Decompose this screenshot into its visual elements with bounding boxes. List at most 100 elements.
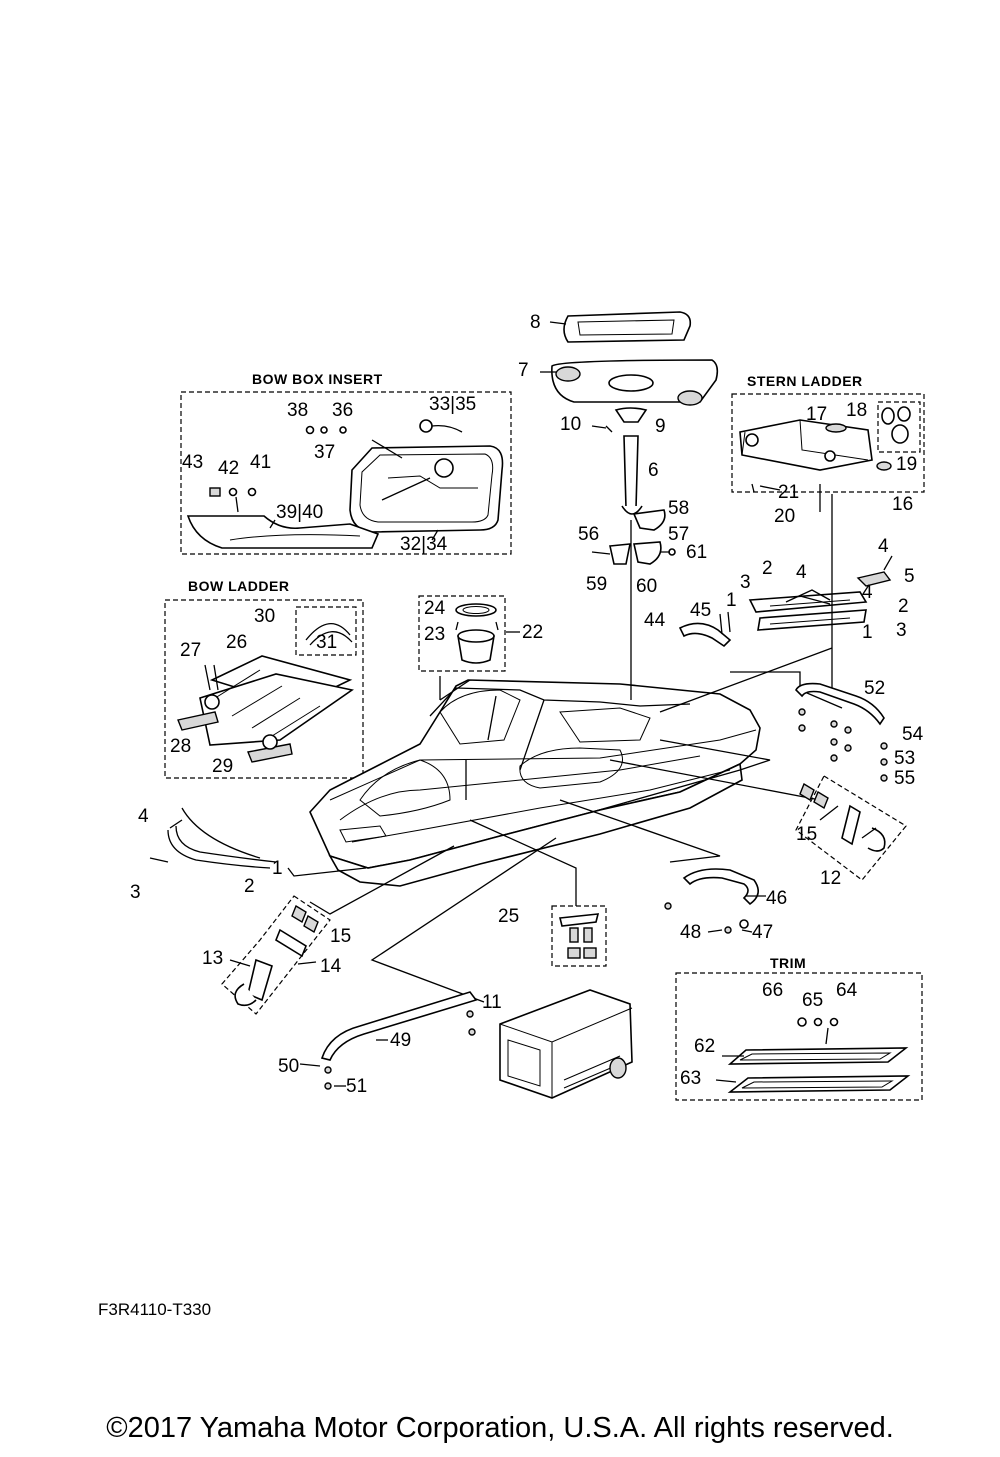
callout-4-bow: 4 [138, 806, 149, 827]
callout-51: 51 [346, 1076, 367, 1097]
callout-48: 48 [680, 922, 701, 943]
bow-rails [149, 807, 277, 869]
leader-lines [287, 520, 843, 1003]
callout-labels: 8 7 10 9 6 58 56 57 61 59 60 38 36 33|35… [130, 312, 924, 1097]
callout-46: 46 [766, 888, 787, 909]
callout-59: 59 [586, 574, 607, 595]
catalog-code: F3R4110-T330 [98, 1300, 212, 1319]
stern-deck-rails [748, 494, 893, 690]
callout-32-34: 32|34 [400, 534, 448, 555]
callout-37: 37 [314, 442, 335, 463]
cooler [499, 989, 633, 1099]
callout-64: 64 [836, 980, 858, 1001]
callout-31: 31 [316, 632, 337, 653]
callout-47: 47 [752, 922, 773, 943]
callout-57: 57 [668, 524, 689, 545]
callout-30: 30 [254, 606, 275, 627]
callout-26: 26 [226, 632, 247, 653]
callout-33-35: 33|35 [429, 394, 476, 415]
callout-5: 5 [904, 566, 915, 587]
grab-handle-assembly [678, 611, 732, 648]
callout-25: 25 [498, 906, 519, 927]
callout-6: 6 [648, 460, 659, 481]
callout-3-stern-left: 3 [740, 572, 751, 593]
callout-23: 23 [424, 624, 445, 645]
callout-38: 38 [287, 400, 308, 421]
callout-22: 22 [522, 622, 543, 643]
callout-8: 8 [530, 312, 541, 333]
cup-holder-assembly [418, 595, 506, 672]
callout-3-stern-right: 3 [896, 620, 907, 641]
callout-16: 16 [892, 494, 913, 515]
cleat-assembly [551, 905, 607, 967]
callout-60: 60 [636, 576, 657, 597]
group-title-bow-box-insert: BOW BOX INSERT [252, 371, 383, 387]
callout-27: 27 [180, 640, 201, 661]
callout-11: 11 [482, 992, 502, 1013]
bow-ladder-group: BOW LADDER [164, 578, 364, 779]
callout-2-stern-top: 2 [762, 558, 773, 579]
side-grab-handle [664, 868, 759, 934]
callout-10: 10 [560, 414, 581, 435]
callout-leaders [229, 321, 766, 1087]
callout-36: 36 [332, 400, 353, 421]
callout-52: 52 [864, 678, 885, 699]
callout-45: 45 [690, 600, 711, 621]
helm-seat-assembly [551, 311, 719, 565]
callout-65: 65 [802, 990, 823, 1011]
boat-hull [309, 679, 761, 887]
callout-2-stern-right: 2 [898, 596, 909, 617]
callout-2-bow: 2 [244, 876, 255, 897]
bow-box-insert-group: BOW BOX INSERT [180, 371, 512, 555]
callout-39-40: 39|40 [276, 502, 323, 523]
callout-1-stern-right: 1 [862, 622, 873, 643]
callout-62: 62 [694, 1036, 715, 1057]
callout-19: 19 [896, 454, 917, 475]
callout-61: 61 [686, 542, 707, 563]
callout-17: 17 [806, 404, 827, 425]
callout-29: 29 [212, 756, 233, 777]
callout-1-bow: 1 [272, 858, 283, 879]
callout-18: 18 [846, 400, 867, 421]
rear-grab-bar [795, 682, 888, 782]
callout-20: 20 [774, 506, 795, 527]
callout-4-stern-right: 4 [862, 582, 873, 603]
callout-9: 9 [655, 416, 666, 437]
callout-1-stern-left: 1 [726, 590, 737, 611]
callout-44: 44 [644, 610, 666, 631]
tow-eye-right [795, 775, 907, 881]
callout-63: 63 [680, 1068, 701, 1089]
callout-28: 28 [170, 736, 191, 757]
bow-grab-bar [320, 991, 478, 1090]
callout-12: 12 [820, 868, 841, 889]
callout-4-stern-mid: 4 [796, 562, 807, 583]
callout-50: 50 [278, 1056, 299, 1077]
callout-4-stern-top: 4 [878, 536, 889, 557]
callout-7: 7 [518, 360, 529, 381]
callout-66: 66 [762, 980, 783, 1001]
callout-21: 21 [778, 482, 799, 503]
callout-56: 56 [578, 524, 599, 545]
callout-3-bow: 3 [130, 882, 141, 903]
callout-58: 58 [668, 498, 689, 519]
callout-55: 55 [894, 768, 915, 789]
group-title-stern-ladder: STERN LADDER [747, 373, 863, 389]
group-title-trim: TRIM [770, 955, 806, 971]
trim-group: TRIM [675, 955, 923, 1101]
tow-eye-left [221, 895, 331, 1015]
callout-42: 42 [218, 458, 239, 479]
callout-15-left: 15 [330, 926, 351, 947]
callout-24: 24 [424, 598, 446, 619]
callout-54: 54 [902, 724, 924, 745]
callout-49: 49 [390, 1030, 411, 1051]
callout-53: 53 [894, 748, 915, 769]
stern-ladder-group: STERN LADDER [731, 373, 925, 512]
callout-15-right: 15 [796, 824, 817, 845]
callout-13: 13 [202, 948, 223, 969]
callout-43: 43 [182, 452, 203, 473]
copyright-notice: ©2017 Yamaha Motor Corporation, U.S.A. A… [106, 1412, 894, 1444]
callout-14: 14 [320, 956, 342, 977]
callout-41: 41 [250, 452, 271, 473]
group-title-bow-ladder: BOW LADDER [188, 578, 289, 594]
